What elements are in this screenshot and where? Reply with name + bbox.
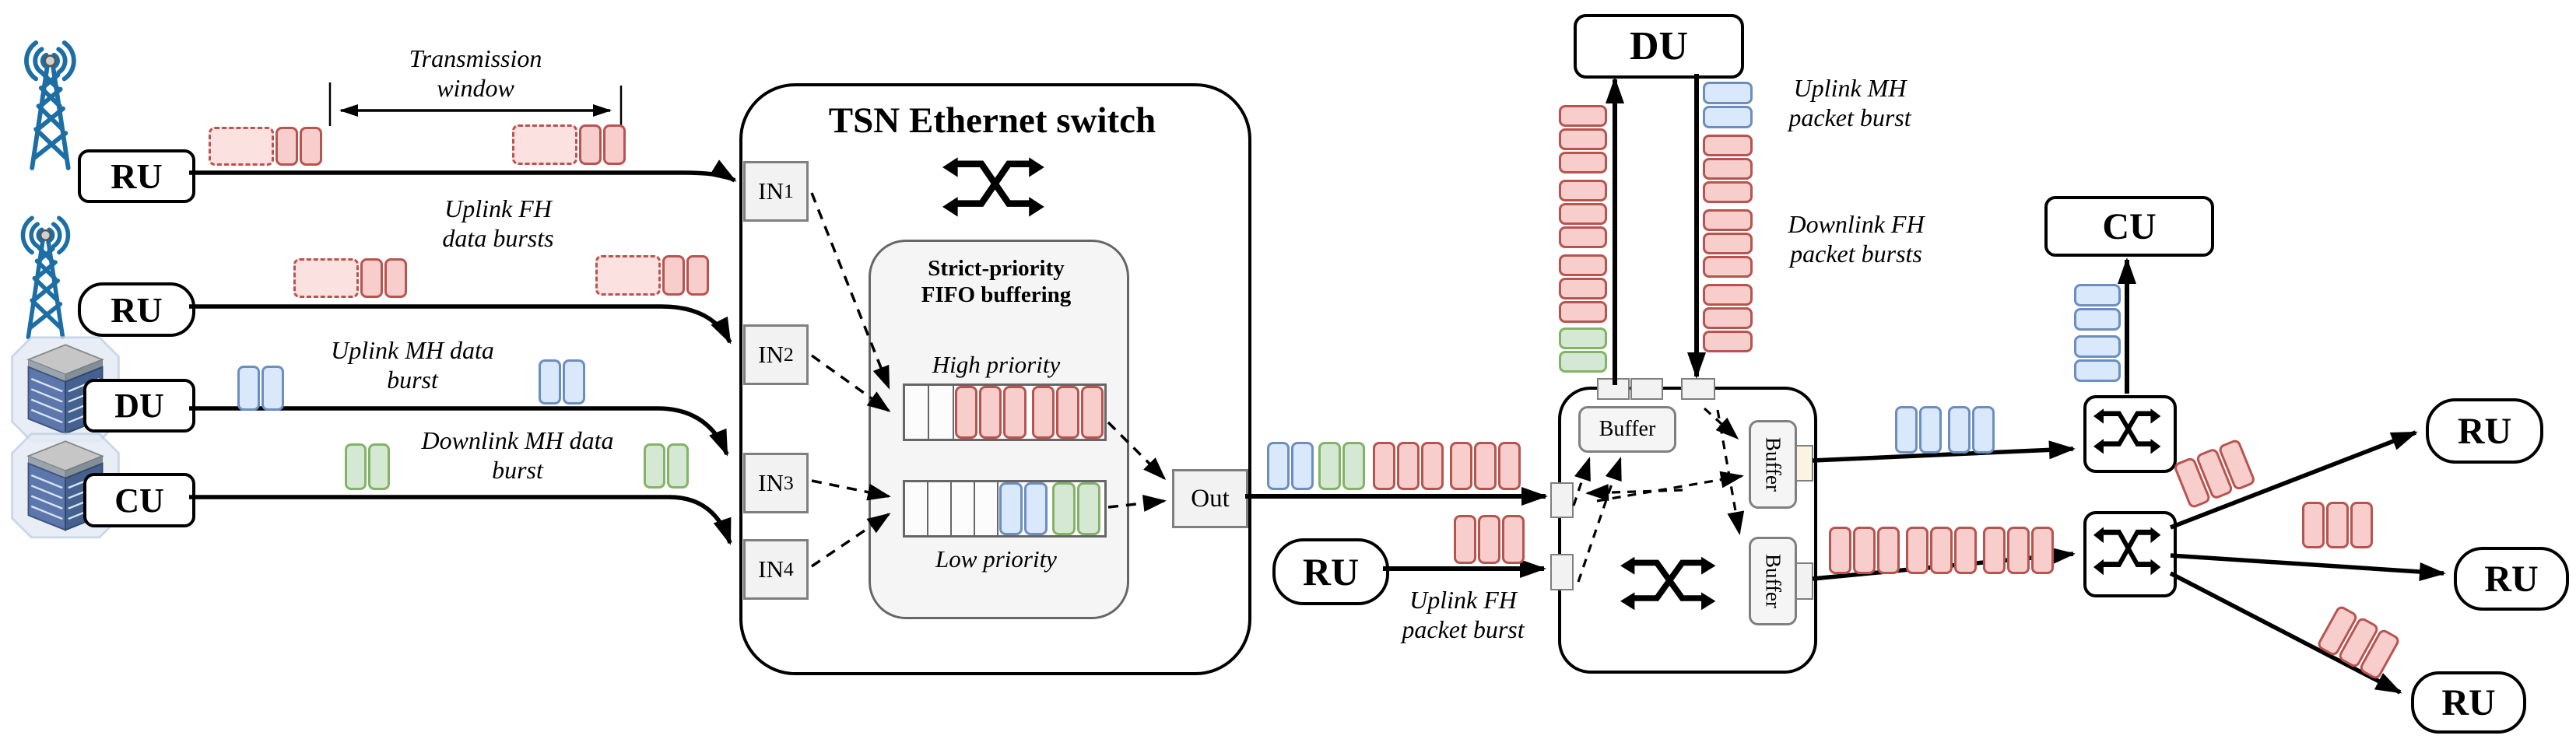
mh-burst-r4a <box>345 443 390 490</box>
port-in4-label: IN <box>758 555 784 583</box>
port-in3-label: IN <box>758 469 784 496</box>
fh-burst-ru-mid <box>1454 515 1525 564</box>
fh-burst-r2a <box>293 258 407 298</box>
node-cu-right: CU <box>2044 196 2214 257</box>
mh-downlink-packet <box>1052 482 1076 535</box>
cu-side-switch-body <box>2083 395 2177 473</box>
node-ru1-label: RU <box>111 156 163 196</box>
node-ru2-label: RU <box>111 289 163 330</box>
antenna-icon-top <box>26 43 74 168</box>
mh-stack-to-cu <box>2074 284 2121 382</box>
queue-slot-empty <box>905 386 930 439</box>
fh-burst-fan-mid <box>2302 502 2373 548</box>
mh-uplink-packet <box>1024 482 1048 535</box>
node-ru-right-mid-label: RU <box>2484 558 2539 600</box>
fh-packet <box>1031 386 1055 439</box>
du-downlink-stack <box>1703 82 1753 352</box>
fh-burst-r1b <box>512 124 626 165</box>
node-ru-right-top-label: RU <box>2457 410 2512 452</box>
fh-packet <box>978 386 1002 439</box>
fh-packet <box>1056 386 1079 439</box>
link-cu-in4 <box>189 495 732 545</box>
port-out-label: Out <box>1191 484 1230 513</box>
buffer-right-1: Buffer <box>1749 420 1797 509</box>
fh-packet <box>954 386 977 439</box>
fh-burst-fan-bottom <box>2315 604 2402 681</box>
queue-slot-empty <box>905 482 928 535</box>
link-switch-ru-mid <box>2170 553 2446 581</box>
low-priority-queue <box>903 480 1107 538</box>
low-priority-label: Low priority <box>935 545 1057 573</box>
buffer-right-1-label: Buffer <box>1761 437 1785 492</box>
node-du-top-label: DU <box>1629 24 1689 68</box>
node-ru-mid-label: RU <box>1302 550 1360 594</box>
antenna-icon-bottom <box>23 218 68 337</box>
port-in1-sub: 1 <box>783 180 794 202</box>
agg-port-top3 <box>1681 378 1715 400</box>
node-cu-left: CU <box>83 473 195 527</box>
port-in1-label: IN <box>758 177 784 205</box>
node-ru2: RU <box>78 282 195 337</box>
node-ru-right-mid: RU <box>2454 547 2569 611</box>
mh-uplink-packet <box>999 482 1023 535</box>
agg-port-top1 <box>1597 378 1630 400</box>
port-in2-label: IN <box>758 341 784 368</box>
port-in3-sub: 3 <box>783 471 794 494</box>
port-out: Out <box>1172 469 1248 528</box>
ru-side-switch-body <box>2083 511 2177 597</box>
node-du-top: DU <box>1574 14 1744 79</box>
fh-burst-fan-top <box>2172 438 2257 510</box>
node-cu-left-label: CU <box>114 481 164 520</box>
mh-stream-to-cu-switch <box>1895 406 1995 454</box>
node-ru-right-top: RU <box>2426 398 2543 464</box>
node-ru-right-bottom-label: RU <box>2441 681 2496 723</box>
buffer-top-label: Buffer <box>1599 417 1656 441</box>
mh-burst-r3a <box>237 366 284 411</box>
link-ru1-in1 <box>189 159 737 183</box>
queue-slot-empty <box>952 482 975 535</box>
tsn-switch-title: TSN Ethernet switch <box>828 100 1156 141</box>
mh-burst-r4b <box>644 443 689 489</box>
mh-downlink-packet <box>1077 482 1100 535</box>
fh-packet <box>1080 386 1104 439</box>
fh-packet <box>1003 386 1027 439</box>
mux-out-stream <box>1267 442 1521 490</box>
fh-stream-to-ru-switch <box>1829 527 2054 574</box>
agg-port-top2 <box>1630 378 1663 400</box>
queue-slot-empty <box>975 482 998 535</box>
fh-burst-r2b <box>595 255 709 296</box>
agg-port-left2 <box>1550 554 1574 590</box>
port-in4-sub: 4 <box>783 558 794 580</box>
port-in2-sub: 2 <box>783 343 794 366</box>
fh-burst-r1a <box>209 127 322 166</box>
high-priority-queue <box>903 384 1107 441</box>
high-priority-label: High priority <box>932 350 1061 378</box>
queue-slot-empty <box>929 386 954 439</box>
node-ru-mid: RU <box>1272 538 1389 605</box>
buffer-right-2-label: Buffer <box>1761 554 1785 608</box>
buffer-right-2: Buffer <box>1749 537 1797 625</box>
du-uplink-stack <box>1559 105 1607 373</box>
node-ru1: RU <box>78 149 195 203</box>
mh-burst-r3b <box>539 359 585 405</box>
agg-port-left1 <box>1550 482 1574 518</box>
node-du-left: DU <box>83 379 195 433</box>
queue-slot-empty <box>928 482 952 535</box>
node-ru-right-bottom: RU <box>2411 671 2526 734</box>
node-cu-right-label: CU <box>2102 205 2157 247</box>
buffer-top: Buffer <box>1578 406 1676 453</box>
node-du-left-label: DU <box>114 387 164 425</box>
